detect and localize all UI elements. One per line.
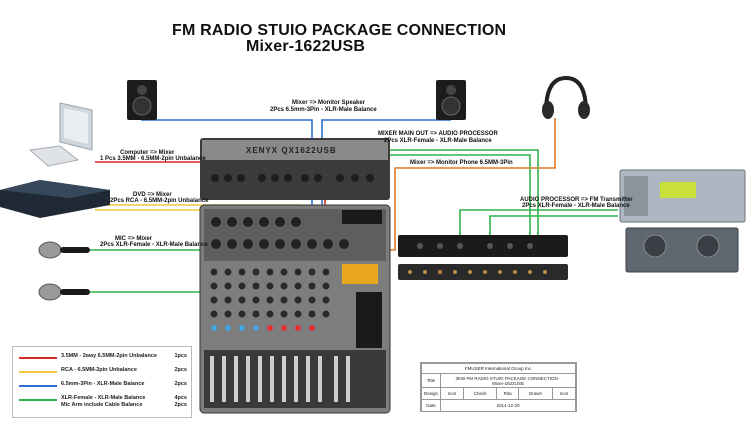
dvd-player-icon [0,180,110,218]
legend-qty-2: 2pcs [174,402,187,408]
legend-swatch-yellow [19,371,57,373]
legend-row-yellow: RCA - 6.5MM-2pin Unbalance 2pcs [19,367,187,377]
title-block-title-line2: Mixer-1622USB [492,380,524,386]
label-monitor-phone: Mixer => Monitor Phone 6.5MM-3Pin [410,160,513,166]
title-block-drawn-label: Drawn [518,387,553,400]
legend-swatch-green [19,399,57,401]
label-audio-processor-1: AUDIO PROCESSOR => FM Transmitter [520,197,633,203]
cable-green-transmitter-2 [489,215,618,240]
label-mic-2: 2Pcs XLR-Female - XLR-Male Balance [100,242,208,248]
legend-qty: 4pcs [174,395,187,401]
legend-swatch-blue [19,385,57,387]
monitor-speaker-right-icon [436,80,466,120]
title-block-design-label: Design [421,387,441,400]
legend-row-blue: 6.5mm-3Pin - XLR-Male Balance 2pcs [19,381,187,391]
cable-green-transmitter-1 [459,209,618,240]
headphones-icon [542,75,590,119]
mixer-icon [199,204,391,414]
title-block-check-label: Check [462,387,498,400]
audio-processor-icon [398,235,568,280]
legend-qty: 2pcs [174,367,187,373]
title-block-title-value: 3KW FM RADIO STUIO PACKAGE CONNECTION - … [440,373,576,388]
legend-qty: 2pcs [174,381,187,387]
label-computer-2: 1 Pcs 3.5MM - 6.5MM-2pin Unbalance [100,156,206,162]
label-computer-1: Computer => Mixer [120,150,175,156]
fm-transmitter-icon [619,169,746,273]
title-block-date-value: 2014-12-20 [440,399,576,412]
title-block-check-value: Rita [496,387,520,400]
diagram-title: FM RADIO STUIO PACKAGE CONNECTION [172,22,507,39]
legend-qty: 1pcs [174,353,187,359]
label-main-out-1: MIXER MAIN OUT => AUDIO PROCESSOR [378,131,498,137]
title-block-design-value: Icon [440,387,464,400]
legend-swatch-red [19,357,57,359]
microphone-1-icon [38,241,90,259]
computer-icon [28,102,93,167]
label-dvd-2: 2Pcs RCA - 6.5MM-2pin Unbalance [110,198,209,204]
title-block-date-label: Date [421,399,441,412]
label-main-out-2: 2Pcs XLR-Female - XLR-Male Balance [384,138,492,144]
legend-row-red: 3.5MM - 2way 6.5MM-2pin Unbalance 1pcs [19,353,187,363]
legend-text: XLR-Female - XLR-Male Balance [61,395,146,401]
title-block-title-label: Title [421,373,441,388]
label-mic-1: MIC => Mixer [115,236,153,242]
label-monitor-speaker-1: Mixer => Monitor Speaker [292,100,366,106]
title-block-company: FMUSER International Group Inc. [421,363,576,374]
diagram-subtitle: Mixer-1622USB [246,38,366,55]
legend-text: 3.5MM - 2way 6.5MM-2pin Unbalance [61,353,157,359]
mixer-rear-panel [200,138,390,200]
label-monitor-speaker-2: 2Pcs 6.5mm-3Pin - XLR-Male Balance [270,107,377,113]
label-audio-processor-2: 2Pcs XLR-Female - XLR-Male Balance [522,203,630,209]
microphone-2-icon [38,283,90,301]
cable-legend: 3.5MM - 2way 6.5MM-2pin Unbalance 1pcs R… [12,346,192,418]
title-block: FMUSER International Group Inc. Title 3K… [420,362,577,412]
legend-text: 6.5mm-3Pin - XLR-Male Balance [61,381,145,387]
monitor-speaker-left-icon [127,80,157,120]
legend-text-2: Mic Arm include Cable Balance [61,402,143,408]
legend-row-green: XLR-Female - XLR-Male Balance 4pcs Mic A… [19,395,187,413]
mixer-brand: XENYX QX1622USB [246,146,337,155]
title-block-drawn-value: Icon [551,387,577,400]
title-block-title-line1: 3KW FM RADIO STUIO PACKAGE CONNECTION - [455,375,561,381]
legend-text: RCA - 6.5MM-2pin Unbalance [61,367,137,373]
label-dvd-1: DVD => Mixer [133,192,172,198]
